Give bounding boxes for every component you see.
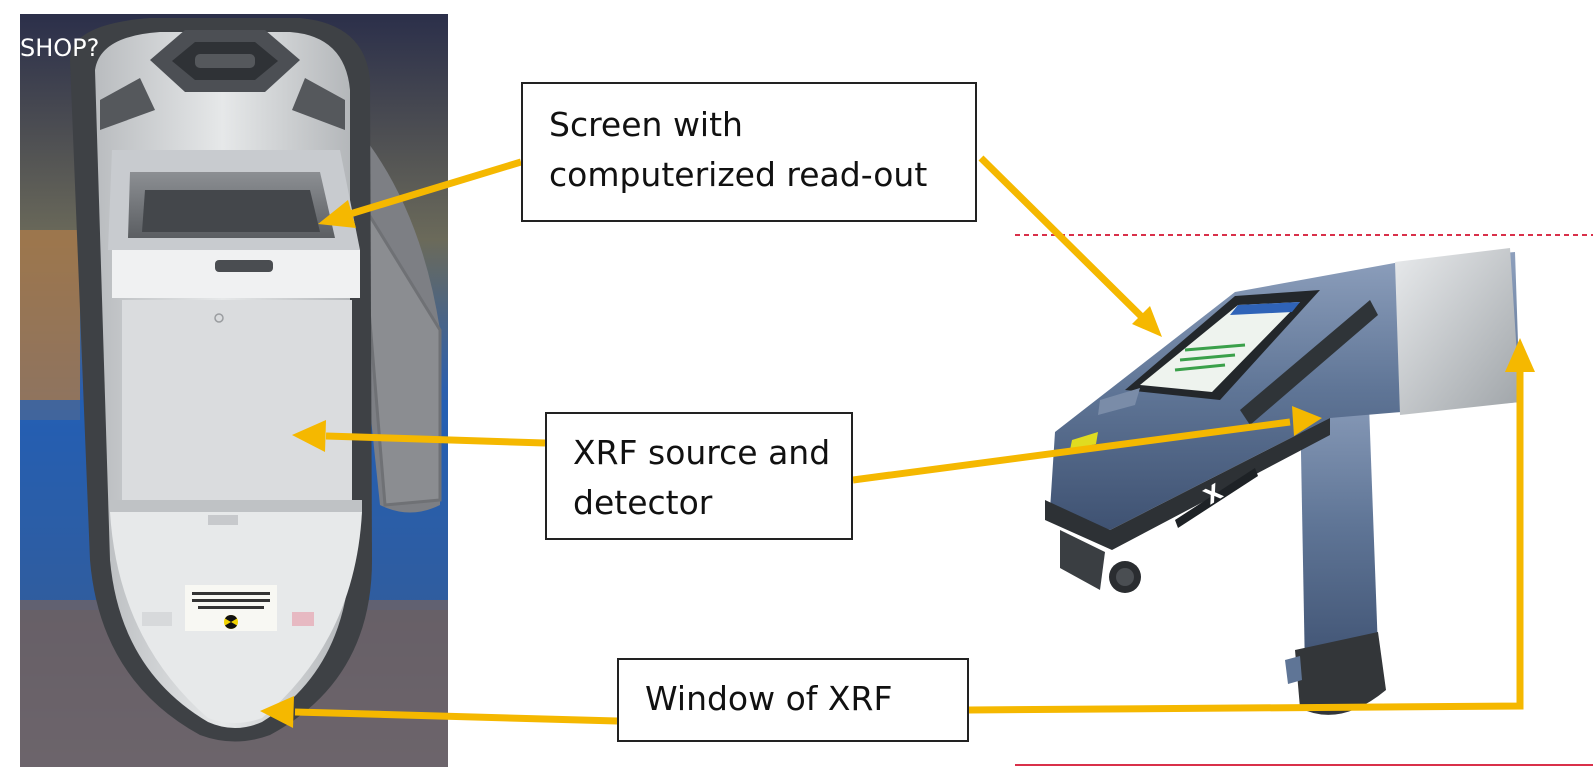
arrow-source-left [292, 420, 546, 452]
arrow-screen-left [318, 158, 523, 228]
device-screen-photo [108, 150, 360, 250]
callout-screen-line2: computerized read-out [549, 154, 928, 194]
left-photo [20, 14, 448, 767]
arrow-source-right [852, 406, 1322, 484]
callout-source-line2: detector [573, 482, 713, 522]
callout-window-line1: Window of XRF [645, 679, 893, 718]
warning-label [185, 585, 277, 631]
callout-screen: Screen with computerized read-out [521, 82, 977, 222]
arrow-window-left [260, 696, 618, 728]
arrow-screen-right [978, 155, 1162, 337]
photo-overlay-text: SHOP? [20, 34, 100, 62]
arrow-window-right [968, 338, 1535, 714]
callout-window: Window of XRF [617, 658, 969, 742]
radiation-icon [224, 615, 238, 629]
arrows [260, 155, 1535, 728]
callout-screen-line1: Screen with [549, 105, 743, 144]
strap [358, 199, 442, 507]
callout-source: XRF source and detector [545, 412, 853, 540]
device-screen [1125, 290, 1320, 400]
right-device: X [1015, 234, 1593, 766]
callout-source-line1: XRF source and [573, 433, 831, 472]
